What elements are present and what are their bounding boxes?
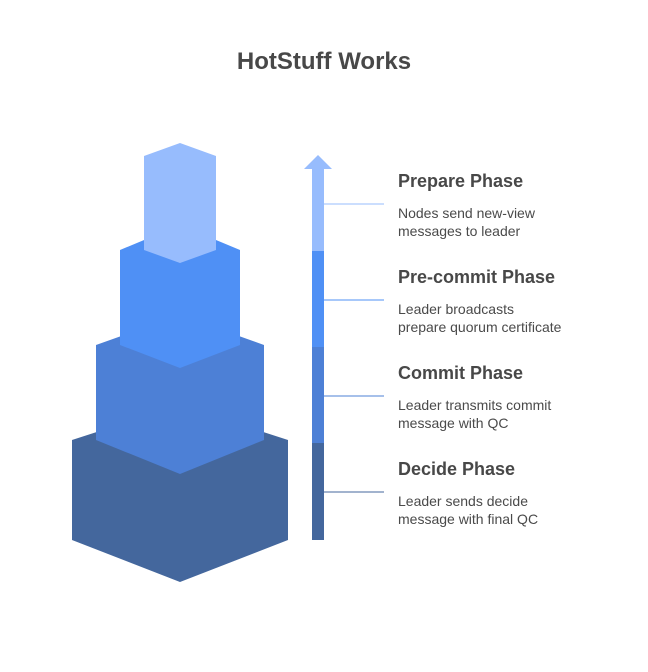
arrow-head xyxy=(304,155,332,169)
phase-description-line: Leader broadcasts xyxy=(398,301,514,317)
phase-title: Decide Phase xyxy=(398,459,516,479)
connector-lines xyxy=(324,203,384,493)
phase-description-line: Leader sends decide xyxy=(398,493,528,509)
phase-title: Commit Phase xyxy=(398,363,524,383)
phase-description-line: message with final QC xyxy=(398,511,539,527)
phase-description: Leader broadcasts prepare quorum certifi… xyxy=(398,300,638,336)
arrow-segment-precommit xyxy=(312,251,324,347)
phase-title: Pre-commit Phase xyxy=(398,267,556,287)
phase-description: Leader sends decide message with final Q… xyxy=(398,492,638,528)
pyramid-stack xyxy=(72,143,288,582)
phase-description-line: prepare quorum certificate xyxy=(398,319,562,335)
phase-description-line: messages to leader xyxy=(398,223,521,239)
phase-description-line: Nodes send new-view xyxy=(398,205,535,221)
progress-arrow xyxy=(304,155,332,540)
phase-description-line: Leader transmits commit xyxy=(398,397,552,413)
phase-precommit: Pre-commit Phase Leader broadcasts prepa… xyxy=(398,266,638,336)
layer-commit xyxy=(96,315,264,474)
arrow-segment-decide xyxy=(312,443,324,540)
phase-commit: Commit Phase Leader transmits commit mes… xyxy=(398,362,638,432)
phase-prepare: Prepare Phase Nodes send new-view messag… xyxy=(398,170,638,240)
diagram-title: HotStuff Works xyxy=(236,48,412,75)
phase-decide: Decide Phase Leader sends decide message… xyxy=(398,458,638,528)
layer-precommit xyxy=(120,225,240,368)
layer-prepare xyxy=(144,143,216,263)
arrow-segment-prepare xyxy=(312,168,324,251)
phase-description-line: message with QC xyxy=(398,415,509,431)
phase-description: Leader transmits commit message with QC xyxy=(398,396,638,432)
phase-description: Nodes send new-view messages to leader xyxy=(398,204,638,240)
arrow-segment-commit xyxy=(312,347,324,443)
phase-title: Prepare Phase xyxy=(398,171,524,191)
